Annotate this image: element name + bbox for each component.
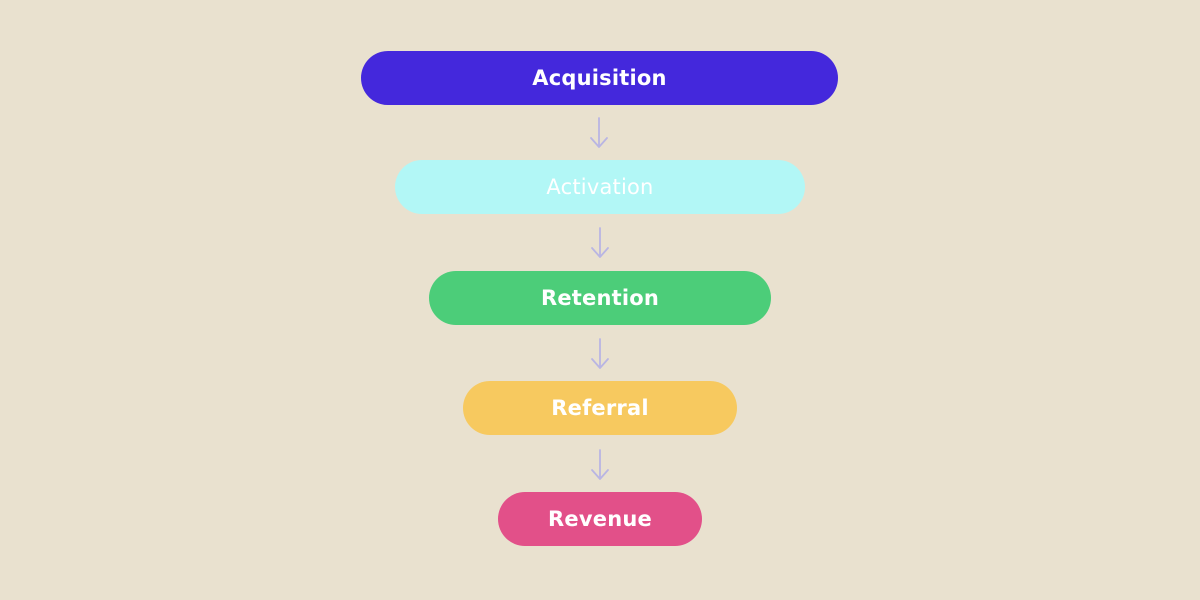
- stage-referral: Referral: [463, 381, 737, 435]
- stage-activation: Activation: [395, 160, 805, 214]
- down-arrow-icon: [591, 227, 609, 258]
- down-arrow-icon: [590, 117, 608, 148]
- stage-revenue: Revenue: [498, 492, 702, 546]
- down-arrow-icon: [591, 338, 609, 369]
- stage-retention: Retention: [429, 271, 771, 325]
- down-arrow-icon: [591, 449, 609, 480]
- stage-acquisition: Acquisition: [361, 51, 838, 105]
